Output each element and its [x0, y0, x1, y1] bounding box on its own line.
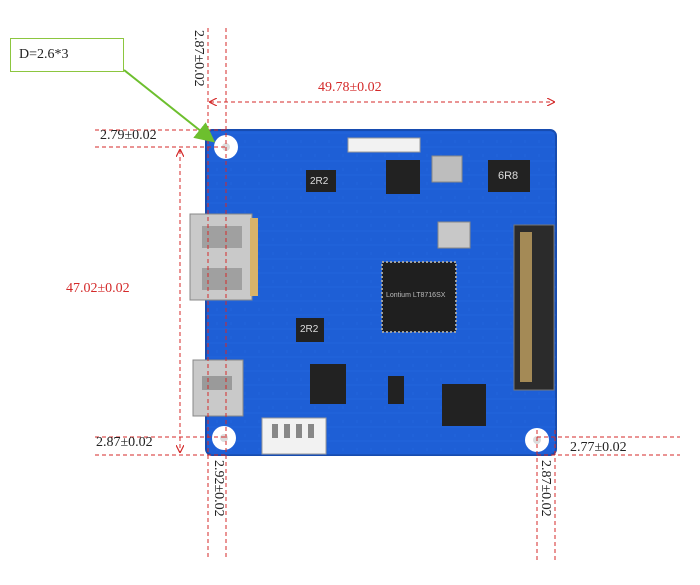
width-dimension-label: 49.78±0.02	[318, 80, 382, 95]
crystal	[437, 221, 471, 249]
fpc-connector	[513, 224, 555, 391]
hdmi-connector	[189, 213, 258, 301]
pin-header	[261, 417, 327, 455]
chip-label-6r8: 6R8	[498, 170, 519, 182]
mounting-hole-bottom-left	[212, 426, 236, 450]
ic-top	[386, 160, 420, 194]
bottom-offset-vertical-label: 2.92±0.02	[211, 460, 226, 517]
callout-arrow	[123, 69, 216, 143]
bottom-left-offset-label: 2.87±0.02	[96, 435, 153, 450]
ic-bottom-right	[442, 384, 486, 426]
ic-small	[388, 376, 404, 404]
top-offset-vertical-label: 2.87±0.02	[191, 30, 206, 87]
hole-diameter-callout: D=2.6*3	[10, 38, 124, 72]
main-ic-marking: Lontium LT8716SX	[386, 292, 446, 299]
callout-text: D=2.6*3	[19, 47, 69, 62]
bottom-right-offset-label: 2.77±0.02	[570, 440, 627, 455]
right-offset-vertical-label: 2.87±0.02	[538, 460, 553, 517]
inductor-6r8	[488, 160, 530, 192]
micro-usb-connector	[192, 359, 244, 417]
main-ic	[381, 261, 457, 333]
small-connector	[347, 137, 421, 153]
tact-switch	[431, 155, 463, 183]
height-dimension-label: 47.02±0.02	[66, 281, 130, 296]
inductor-2r2-mid	[296, 318, 324, 342]
chip-label-2r2-mid: 2R2	[300, 324, 319, 335]
inductor-2r2-top	[306, 170, 336, 192]
hole-offset-left-label: 2.79±0.02	[100, 128, 157, 143]
dimension-lines	[95, 28, 680, 560]
ic-bottom-left	[310, 364, 346, 404]
chip-label-2r2-top: 2R2	[310, 176, 329, 187]
